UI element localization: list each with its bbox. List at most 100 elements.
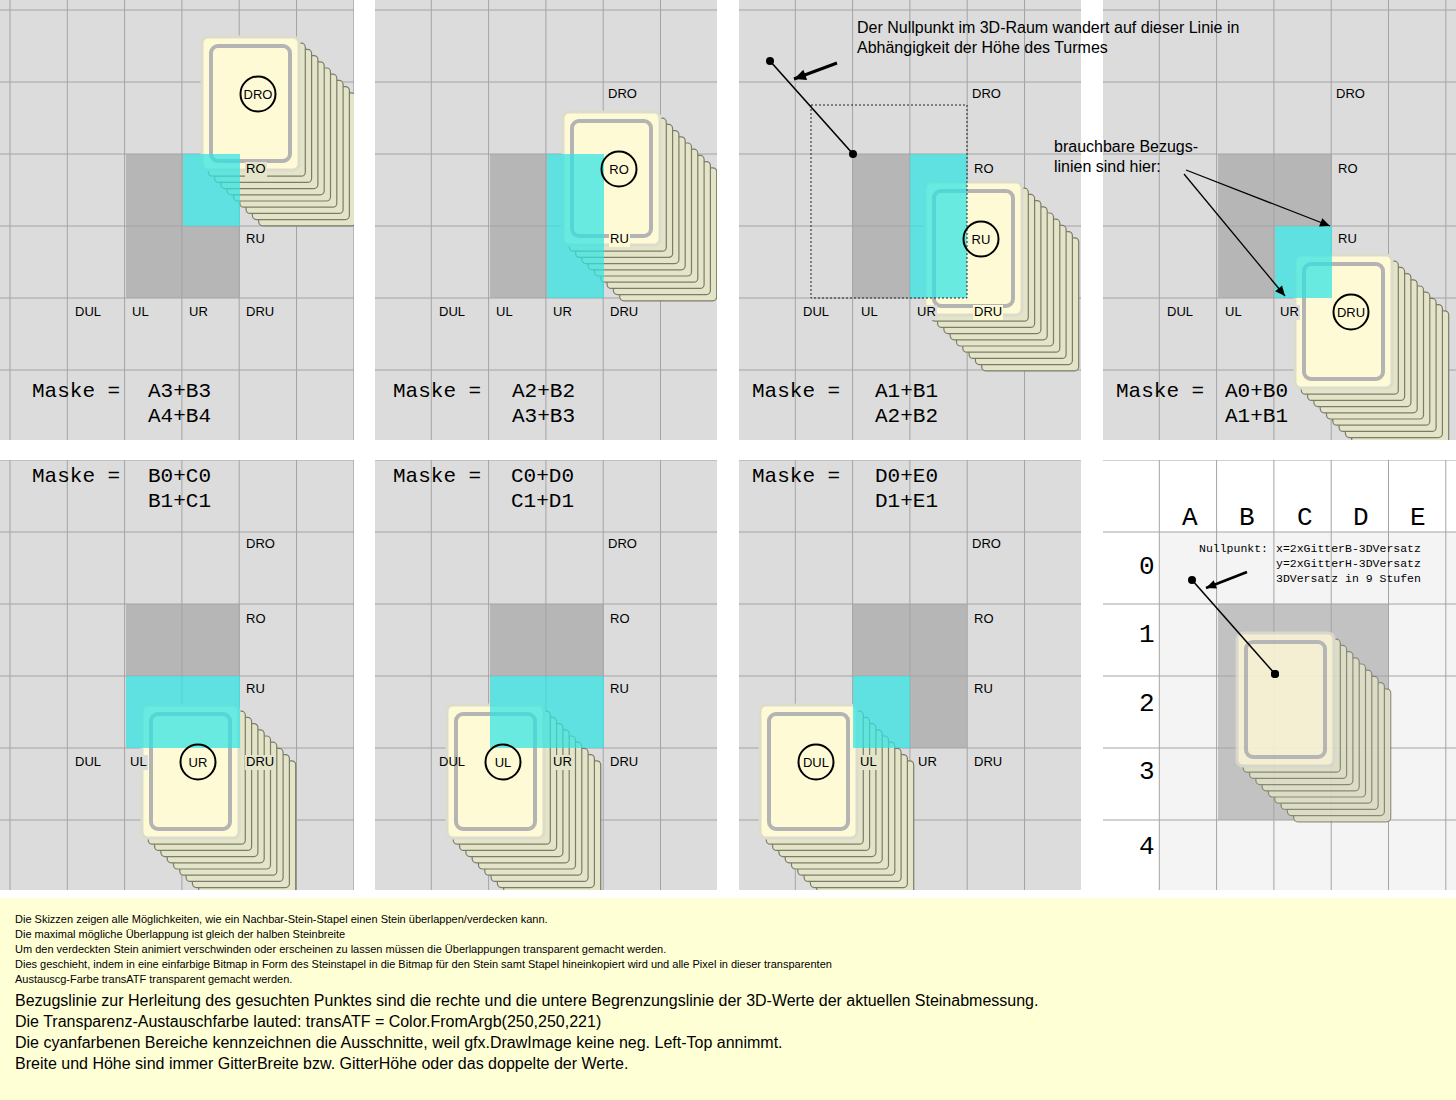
mask-cell	[1218, 226, 1275, 298]
panel	[739, 460, 1081, 890]
grid-line-name: DUL	[74, 755, 102, 770]
circle-ring	[241, 77, 276, 112]
formula-note: 3DVersatz in 9 Stufen	[1276, 572, 1421, 585]
grid-index: D	[1353, 504, 1369, 534]
cut-out-area	[853, 676, 910, 748]
arrow-head	[1206, 580, 1217, 588]
grid-line-name: RO	[245, 162, 267, 177]
grid-line-name: DUL	[1166, 305, 1194, 320]
grid-line-name: DRO	[607, 537, 638, 552]
grid-line	[353, 460, 354, 890]
circle-ring	[1334, 295, 1369, 330]
note-main-text: Breite und Höhe sind immer GitterBreite …	[15, 1053, 1456, 1074]
cut-out-area	[1275, 226, 1332, 298]
grid-line-name: RU	[609, 232, 630, 247]
grid-line	[375, 370, 717, 371]
grid-line	[1103, 820, 1456, 821]
callout-note: brauchbare Bezugs- linien sind hier:	[1054, 137, 1222, 177]
stone-frame	[769, 714, 848, 829]
grid-line	[967, 460, 968, 890]
grid-line-name: DRU	[973, 755, 1003, 770]
mask-formula: A3+B3	[512, 405, 575, 429]
panel-ground	[1103, 0, 1456, 440]
mask-formula: C0+D0	[511, 465, 574, 489]
grid-line	[67, 0, 68, 440]
grid-line-name: UR	[552, 305, 573, 320]
leader-line	[1184, 174, 1285, 296]
panel-ground	[1103, 460, 1456, 890]
grid-line-name: UR	[917, 755, 938, 770]
mask-formula: A1+B1	[1225, 405, 1288, 429]
grid-index: 4	[1139, 833, 1155, 863]
grid-line	[431, 0, 432, 440]
note-band: Die Skizzen zeigen alle Möglichkeiten, w…	[0, 898, 1456, 1100]
grid-area	[1160, 532, 1456, 890]
grid-line	[1103, 82, 1456, 83]
grid-line-name: UL	[860, 305, 879, 320]
grid-line	[10, 0, 11, 440]
panel-ground	[739, 0, 1081, 440]
null-point-line	[770, 61, 853, 154]
mask-formula: A1+B1	[875, 380, 938, 404]
cut-out-area	[910, 154, 967, 298]
grid-line-name: DRO	[971, 87, 1002, 102]
mask-formula: A4+B4	[148, 405, 211, 429]
grid-line	[67, 460, 68, 890]
grid-line	[1388, 460, 1389, 890]
null-point-dot	[766, 57, 774, 65]
point-name: DRU	[1337, 306, 1365, 319]
null-point-dot	[849, 150, 857, 158]
grid-line-name: DRU	[245, 305, 275, 320]
grid-line-name: RO	[245, 612, 267, 627]
mask-formula: Maske =	[752, 380, 840, 404]
grid-line	[603, 460, 604, 890]
grid-line	[1159, 0, 1160, 440]
cut-out-area	[183, 154, 240, 226]
grid-line-name: RO	[609, 612, 631, 627]
grid-line-name: UL	[859, 755, 878, 770]
grid-line-name: DRO	[1335, 87, 1366, 102]
note-text: Die maximal mögliche Überlappung ist gle…	[15, 927, 863, 942]
arrow-head	[794, 70, 807, 80]
mask-formula: B0+C0	[148, 465, 211, 489]
grid-line-name: UL	[131, 305, 150, 320]
point-name: DUL	[803, 756, 829, 769]
grid-line-name: DRU	[973, 305, 1003, 320]
grid-line	[1103, 460, 1456, 461]
grid-index: 1	[1139, 621, 1155, 651]
point-circle: DUL	[797, 743, 835, 781]
point-name: UR	[189, 756, 208, 769]
grid-line-name: UL	[495, 305, 514, 320]
grid-line-name: RO	[973, 612, 995, 627]
grid-index: 2	[1139, 690, 1155, 720]
grid-line-name: DRU	[609, 305, 639, 320]
grid-line	[0, 604, 354, 605]
grid-line-name: UR	[188, 305, 209, 320]
mask-formula: A3+B3	[148, 380, 211, 404]
panel-ground	[375, 0, 717, 440]
grid-line	[1273, 0, 1274, 440]
grid-line-name: DUL	[802, 305, 830, 320]
grid-line-name: DRO	[607, 87, 638, 102]
grid-line	[795, 0, 796, 440]
stone-frame	[1246, 642, 1325, 757]
null-point-dot	[1188, 576, 1196, 584]
mask-formula: A0+B0	[1225, 380, 1288, 404]
grid-line	[124, 0, 125, 440]
grid-line	[545, 0, 546, 440]
leader-line	[794, 63, 837, 79]
grid-line-name: DRO	[971, 537, 1002, 552]
note-text: Die Skizzen zeigen alle Möglichkeiten, w…	[15, 912, 863, 927]
panel	[0, 460, 354, 890]
arrow-head	[1319, 218, 1330, 226]
panel	[1103, 0, 1456, 440]
point-circle: UL	[484, 743, 522, 781]
mask-formula: D1+E1	[875, 490, 938, 514]
grid-line-name: RO	[973, 162, 995, 177]
circle-ring	[964, 222, 999, 257]
grid-line	[1216, 0, 1217, 440]
leader-line	[1186, 170, 1330, 226]
grid-line-name: RU	[609, 682, 630, 697]
mask-formula: A2+B2	[512, 380, 575, 404]
